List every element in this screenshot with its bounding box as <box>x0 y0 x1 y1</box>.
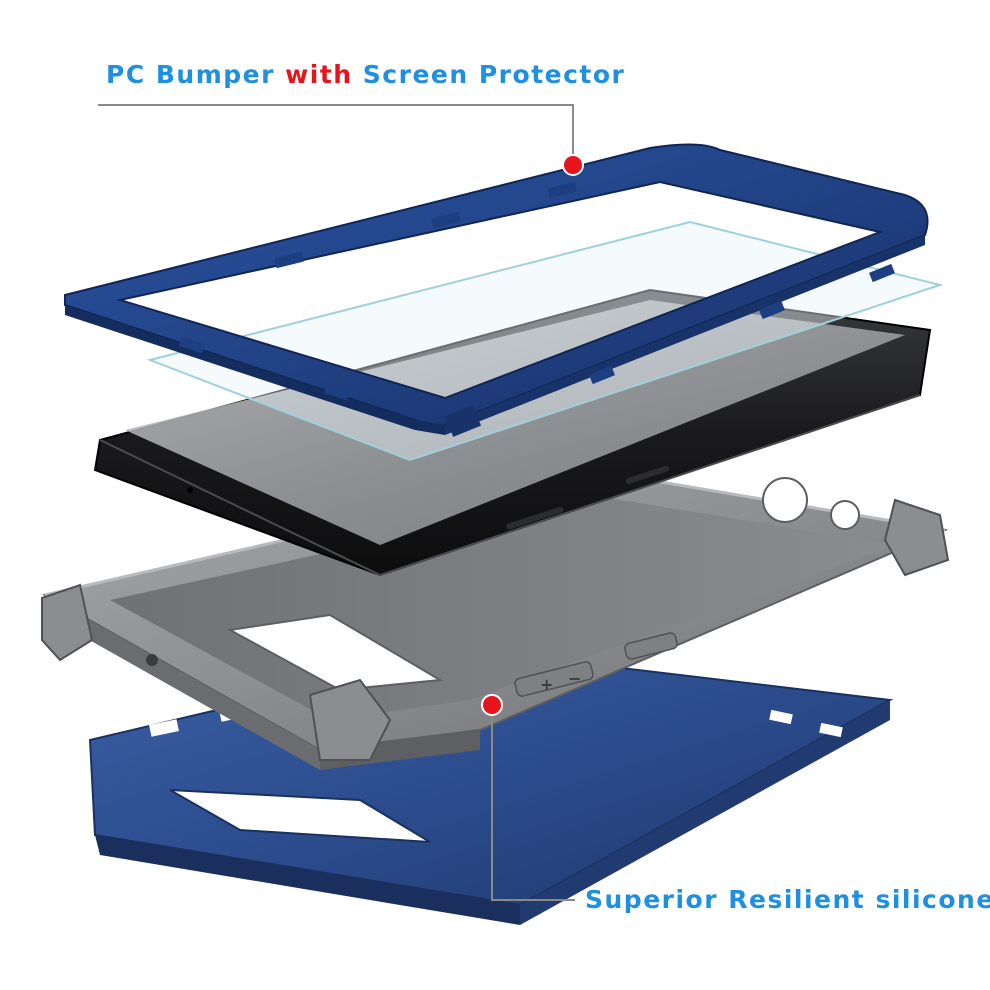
bottom-leader-line <box>491 705 575 901</box>
silicone-camera-hole <box>226 613 444 692</box>
callout-silicone: Superior Resilient silicone <box>585 885 990 914</box>
callout-pc-bumper: PC Bumper with Screen Protector <box>106 62 625 87</box>
svg-text:−: − <box>568 669 581 688</box>
svg-text:+: + <box>540 675 553 694</box>
pc-bumper-frame <box>64 143 929 437</box>
callout-top-part2: with <box>285 60 353 89</box>
marker-top-dot-icon <box>562 154 584 176</box>
callout-top-part1: PC Bumper <box>106 60 286 89</box>
top-leader-line <box>98 104 574 163</box>
callout-top-part3: Screen Protector <box>352 60 626 89</box>
camera-cutout <box>169 789 431 843</box>
silicone-sleeve: + − <box>41 468 950 770</box>
marker-bottom-dot-icon <box>481 694 503 716</box>
